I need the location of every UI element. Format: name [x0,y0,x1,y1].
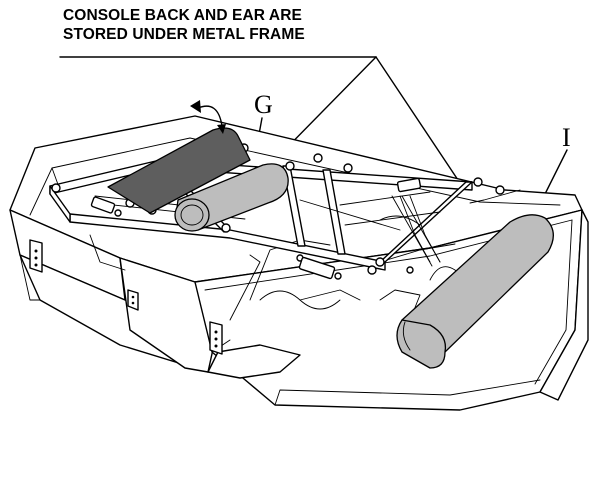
frame-bolt [375,257,385,267]
motor-center [298,256,336,280]
right-end-face [539,209,589,401]
callout-label-g: G [254,90,273,119]
inner-cavity [29,137,561,321]
motor-rear [396,177,422,193]
frame-bolt [285,161,295,171]
frame-bolt [221,223,231,233]
caption-line-2: STORED UNDER METAL FRAME [63,26,305,43]
frame-bolt [51,183,61,193]
curved-double-arrow-icon [190,100,226,134]
left-leg-bracket [29,239,43,273]
console-back-sheet [107,127,251,214]
frame-bolt [473,177,483,187]
sheet-panel [107,127,251,214]
frame-bolt [343,163,353,173]
callout-label-i: I [562,123,571,152]
caption-line-1: CONSOLE BACK AND EAR ARE [63,7,302,24]
frame-bolt [313,153,323,163]
part-i-end-cap [396,319,447,369]
frame-bolt [495,185,505,195]
center-leg-bracket [127,289,139,311]
caption: CONSOLE BACK AND EAR ARE STORED UNDER ME… [63,6,403,44]
part-g-roll [174,163,289,232]
frame-bolt [406,266,414,274]
internal-mechanism [90,177,465,310]
console-shell [9,115,589,411]
frame-crossbar-1 [49,185,71,223]
frame-crossbar-4 [322,169,346,255]
frame-bolt [367,265,377,275]
motor-left [90,196,116,214]
right-leg-bracket [209,321,223,355]
part-i-roll [396,214,554,369]
part-g-end-cap [174,198,210,232]
